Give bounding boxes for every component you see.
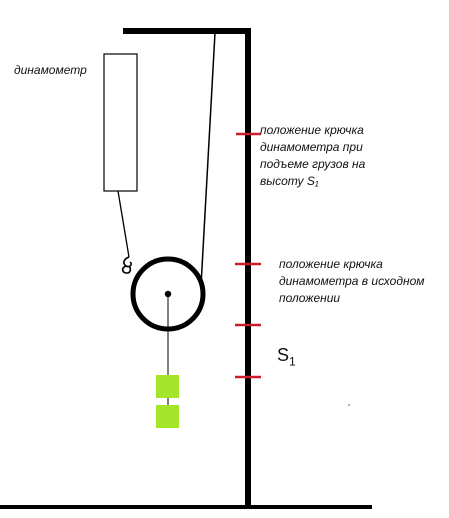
s1-label: S1 bbox=[277, 345, 296, 369]
raised-position-line-3: подъеме грузов на bbox=[260, 157, 366, 171]
initial-position-line-2: динамометра в исходном bbox=[279, 274, 425, 288]
initial-position-line-1: положение крючка bbox=[279, 257, 383, 271]
initial-position-label: положение крючка динамометра в исходном … bbox=[279, 256, 424, 307]
raised-position-label: положение крючка динамометра при подъеме… bbox=[260, 122, 365, 190]
weight-upper bbox=[156, 375, 179, 398]
raised-position-line-1: положение крючка bbox=[260, 123, 364, 137]
string-right bbox=[200, 32, 216, 287]
string-left bbox=[117, 190, 130, 258]
pulley-axle bbox=[164, 290, 172, 298]
s1-subscript: 1 bbox=[289, 354, 296, 369]
raised-position-line-2: динамометра при bbox=[260, 140, 363, 154]
dynamometer-body bbox=[103, 53, 138, 192]
raised-position-line-4: высоту S₁ bbox=[260, 174, 319, 188]
weight-lower bbox=[156, 405, 179, 428]
hook-icon bbox=[121, 256, 132, 274]
dynamometer-label: динамометр bbox=[14, 63, 87, 77]
s1-symbol: S bbox=[277, 345, 290, 365]
floor-speck bbox=[348, 404, 350, 406]
initial-position-line-3: положении bbox=[279, 291, 341, 305]
